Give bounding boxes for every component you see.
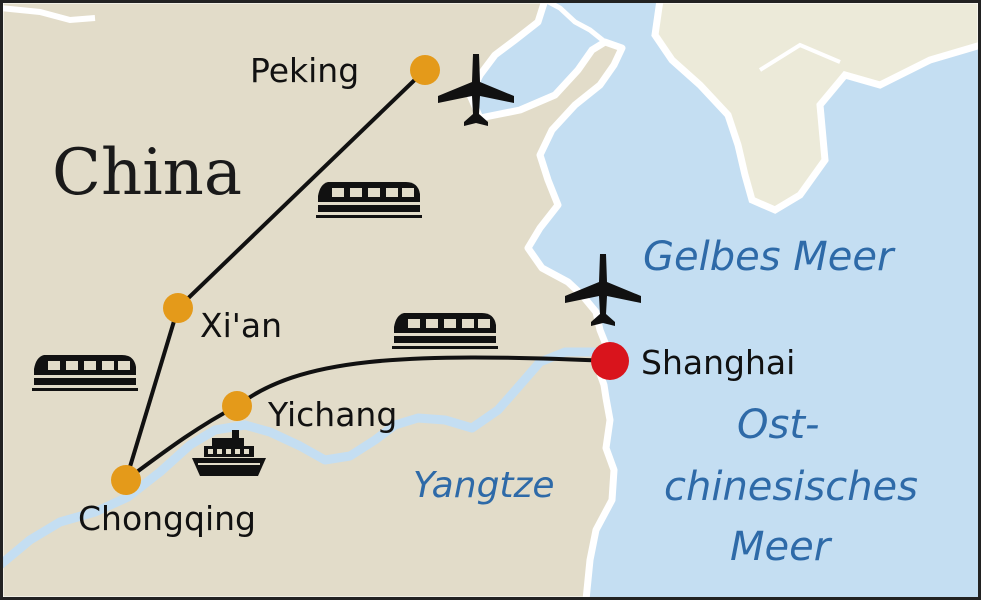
city-dot-peking[interactable] (410, 55, 440, 85)
city-label-yichang: Yichang (267, 395, 397, 434)
train-icon (316, 182, 422, 218)
yangtze-river (0, 347, 600, 570)
city-dot-chongqing[interactable] (111, 465, 141, 495)
city-dot-xian[interactable] (163, 293, 193, 323)
city-dot-yichang[interactable] (222, 391, 252, 421)
korea-border (758, 42, 841, 72)
shandong-coast (543, 0, 607, 44)
northwest-water (0, 5, 96, 24)
route-yichang-shanghai (235, 355, 611, 408)
east-china-sea-label-2: chinesisches (664, 464, 918, 510)
yangtze-label: Yangtze (413, 465, 555, 506)
route-xian-chongqing (124, 307, 180, 481)
korea-landmass (651, 0, 981, 214)
city-label-peking: Peking (250, 51, 359, 90)
city-label-xian: Xi'an (200, 306, 282, 345)
east-china-sea-label-1: Ost- (737, 402, 819, 448)
airplane-icon (438, 54, 514, 126)
city-label-chongqing: Chongqing (78, 499, 256, 538)
train-icon (392, 313, 498, 349)
train-icon (32, 355, 138, 391)
yellow-sea-label: Gelbes Meer (643, 234, 896, 280)
city-dot-shanghai[interactable] (591, 342, 629, 380)
east-china-sea-label-3: Meer (730, 524, 833, 570)
country-label: China (52, 136, 242, 210)
city-label-shanghai: Shanghai (641, 343, 795, 382)
ship-icon (192, 430, 266, 476)
route-peking-xian (176, 68, 427, 310)
airplane-icon (565, 254, 641, 326)
